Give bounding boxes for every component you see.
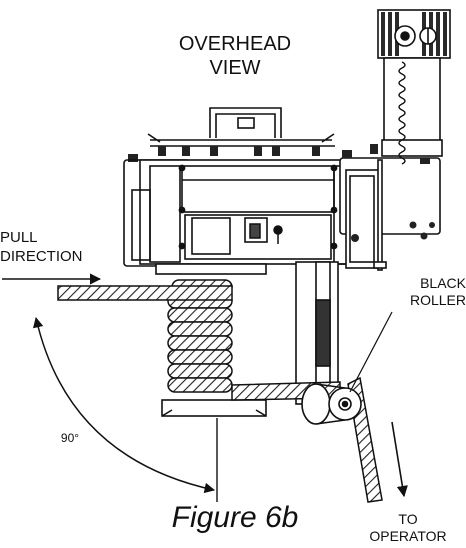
overhead-label: OVERHEAD bbox=[178, 33, 292, 55]
switch-toggle bbox=[249, 223, 283, 244]
top-bracket bbox=[147, 107, 335, 147]
motor-end-cap bbox=[394, 25, 437, 47]
body-screws bbox=[178, 164, 338, 250]
operator-label: OPERATOR bbox=[369, 528, 447, 544]
power-cord bbox=[398, 61, 406, 165]
black-label: BLACK bbox=[420, 275, 466, 291]
direction-label: DIRECTION bbox=[0, 248, 83, 265]
black-roller bbox=[301, 383, 362, 425]
pull-label: PULL bbox=[0, 229, 38, 246]
view-label: VIEW bbox=[209, 57, 261, 79]
winch-body bbox=[123, 159, 351, 267]
gearbox-bolts bbox=[342, 144, 435, 242]
to-label: TO bbox=[398, 511, 418, 527]
drum-flange-top bbox=[155, 263, 267, 275]
incoming-rope bbox=[57, 285, 233, 301]
roller-arm bbox=[295, 261, 339, 405]
roller-label: ROLLER bbox=[409, 292, 466, 308]
figure-caption: Figure 6b bbox=[171, 501, 299, 534]
angle-label: 90° bbox=[60, 431, 80, 445]
gearbox-housing bbox=[339, 157, 441, 271]
angle-arc bbox=[32, 316, 216, 494]
drum-flange-bottom bbox=[161, 399, 267, 417]
mount-bolts bbox=[128, 146, 320, 162]
to-operator-arrow bbox=[391, 421, 408, 498]
roller-leader-line bbox=[349, 311, 393, 393]
